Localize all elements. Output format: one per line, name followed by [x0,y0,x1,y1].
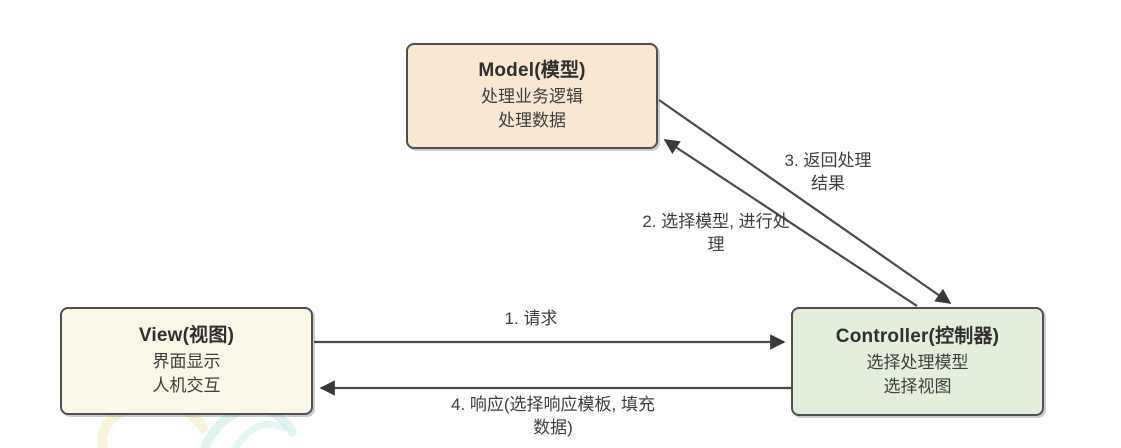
controller-box-line1: 选择处理模型 [866,352,969,372]
arrow-return-result-label: 3. 返回处理结果 [784,151,872,193]
view-box-line2: 人机交互 [152,376,221,396]
arrow-select-model-label: 2. 选择模型, 进行处理 [642,212,790,254]
model-box-line2: 处理数据 [498,111,566,131]
watermark-stroke-cyan-2 [232,421,288,448]
controller-box: Controller(控制器) 选择处理模型 选择视图 [791,307,1044,416]
view-box: View(视图) 界面显示 人机交互 [60,307,313,415]
controller-box-line2: 选择视图 [883,376,952,396]
view-box-line1: 界面显示 [152,352,221,372]
model-box-line1: 处理业务逻辑 [481,87,583,107]
model-box: Model(模型) 处理业务逻辑 处理数据 [406,43,658,149]
arrow-return-result-line [658,99,952,304]
arrow-select-model-line [663,139,918,307]
view-box-title: View(视图) [138,325,235,347]
model-box-title: Model(模型) [478,60,586,82]
arrow-request-label: 1. 请求 [504,309,558,328]
arrow-response-label: 4. 响应(选择响应模板, 填充数据) [450,395,655,437]
controller-box-title: Controller(控制器) [835,325,1000,347]
